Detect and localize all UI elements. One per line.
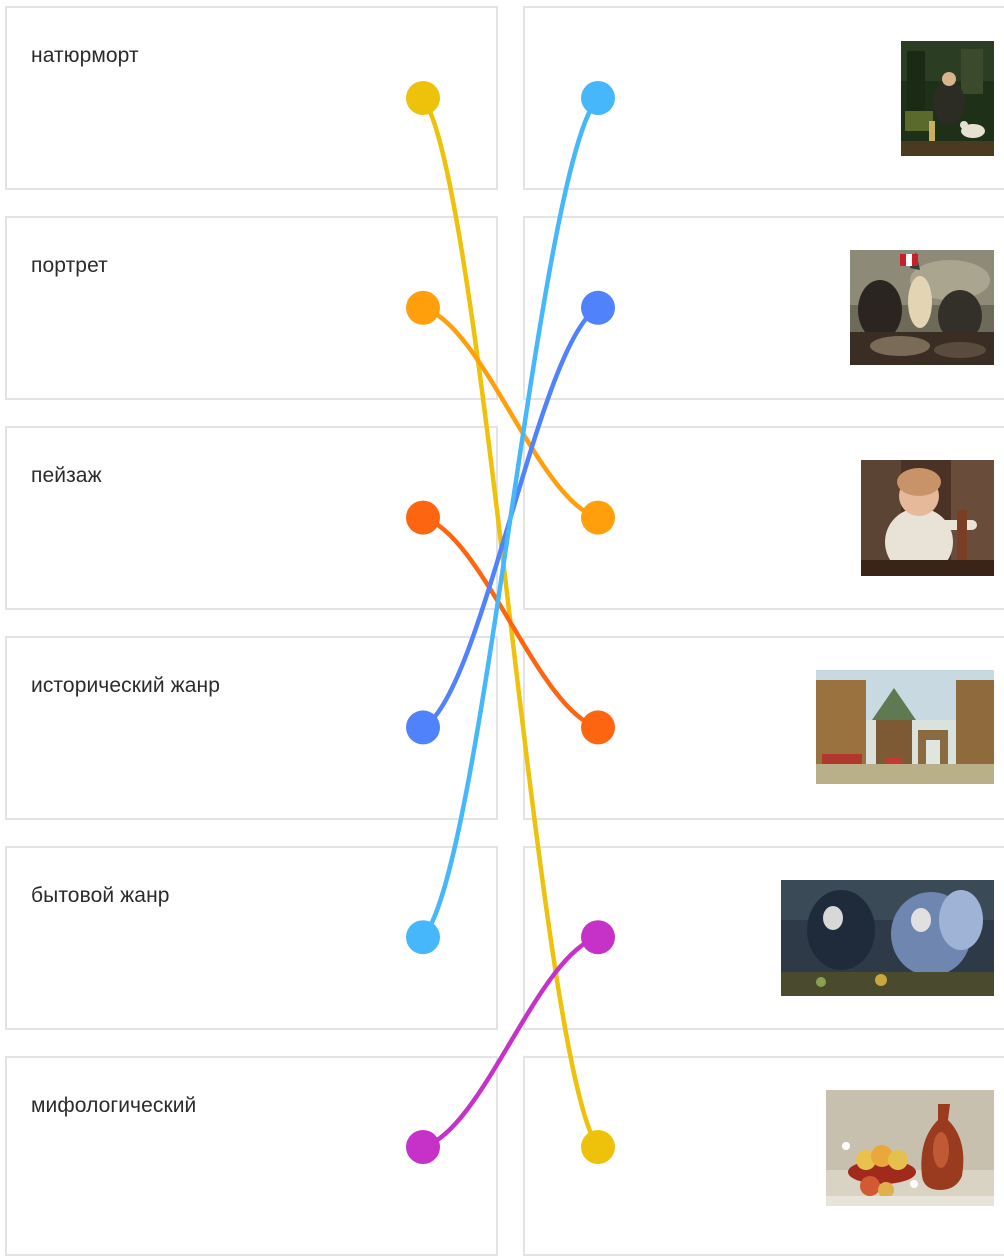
right-card-6[interactable] <box>523 1056 1004 1256</box>
left-endpoint-dot[interactable] <box>406 500 440 535</box>
painting-boy-portrait-image <box>861 460 994 576</box>
connection-line <box>420 515 601 730</box>
left-endpoint-dot[interactable] <box>406 710 440 745</box>
connection-line <box>420 305 601 520</box>
left-card-label: мифологический <box>31 1094 197 1117</box>
painting-interior-with-dog-image <box>901 41 994 156</box>
left-card-label: исторический жанр <box>31 674 221 697</box>
right-endpoint-dot[interactable] <box>581 920 615 955</box>
painting-wooden-town-landscape-image <box>816 670 994 784</box>
left-card-label: пейзаж <box>31 464 102 487</box>
right-endpoint-dot[interactable] <box>581 81 615 115</box>
left-endpoint-dot[interactable] <box>406 920 440 955</box>
connection-line <box>420 934 601 1150</box>
painting-still-life-fruit-and-jug-image <box>826 1090 994 1206</box>
left-card-label: бытовой жанр <box>31 884 170 907</box>
right-endpoint-dot[interactable] <box>581 290 615 325</box>
left-endpoint-dot[interactable] <box>406 290 440 325</box>
painting-liberty-leading-the-people-image <box>850 250 994 365</box>
left-endpoint-dot[interactable] <box>406 81 440 115</box>
right-endpoint-dot[interactable] <box>581 500 615 535</box>
right-endpoint-dot[interactable] <box>581 1130 615 1164</box>
left-card-label: натюрморт <box>31 44 139 67</box>
connection-line <box>420 95 601 940</box>
right-card-4[interactable] <box>523 636 1004 820</box>
left-card-label: портрет <box>31 254 108 277</box>
left-endpoint-dot[interactable] <box>406 1130 440 1164</box>
painting-mythological-birds-image <box>781 880 994 996</box>
right-endpoint-dot[interactable] <box>581 710 615 745</box>
